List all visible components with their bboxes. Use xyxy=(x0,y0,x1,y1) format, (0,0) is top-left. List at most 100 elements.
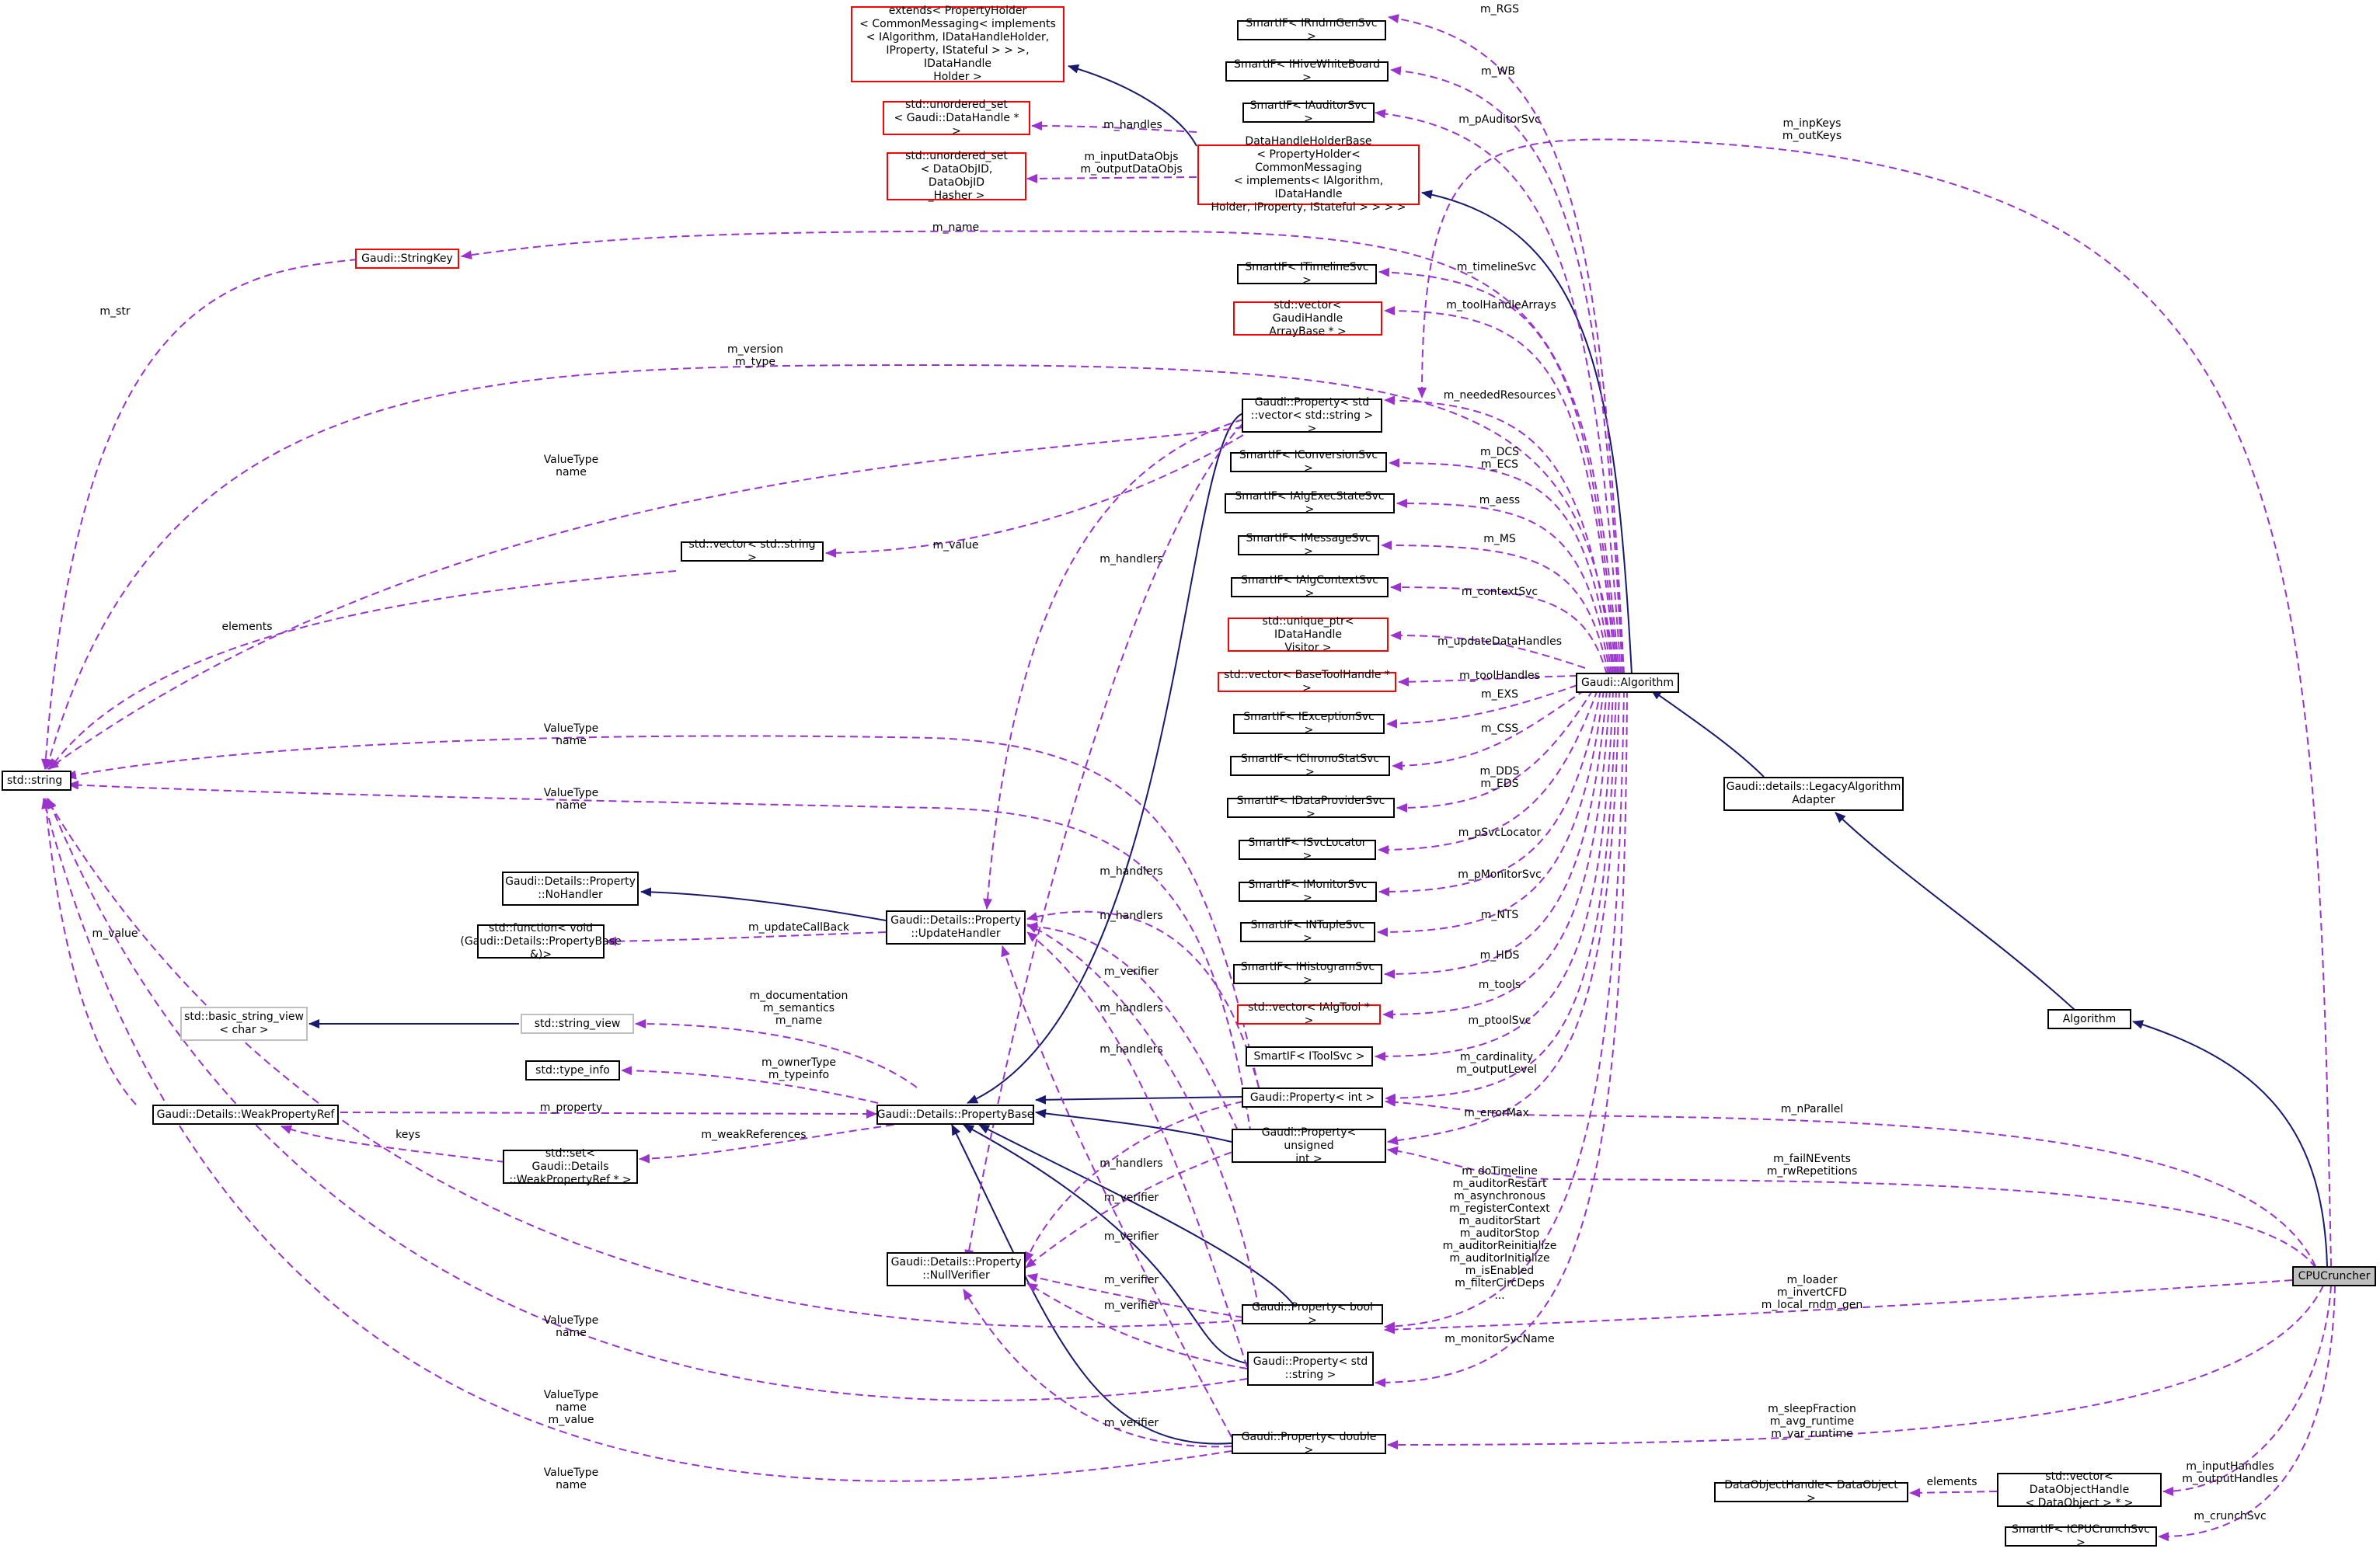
class-type-info[interactable]: std::type_info xyxy=(525,1060,620,1081)
class-unique-ptr-idatahandlevisitor[interactable]: std::unique_ptr< IDataHandle Visitor > xyxy=(1228,615,1389,654)
class-string-view[interactable]: std::string_view xyxy=(521,1014,634,1034)
class-smartif-iauditorsvc[interactable]: SmartIF< IAuditorSvc > xyxy=(1242,99,1375,125)
edge-label-value-vstr: m_value xyxy=(932,539,979,552)
edge-galg-strkey xyxy=(461,230,1620,675)
edge-pdbl-uhandler xyxy=(1001,945,1232,1438)
class-propertybase[interactable]: Gaudi::Details::PropertyBase xyxy=(876,1105,1034,1125)
edge-galg-hwb xyxy=(1390,66,1623,675)
edge-label-weakreferences: m_weakReferences xyxy=(701,1129,807,1141)
edge-galg-pstr xyxy=(1375,689,1628,1387)
class-unordered-set-dataobjid[interactable]: std::unordered_set < DataObjID, DataObjI… xyxy=(887,150,1026,202)
class-smartif-iexceptionsvc[interactable]: SmartIF< IExceptionSvc > xyxy=(1233,711,1385,736)
edge-strkey-string xyxy=(40,259,358,770)
edge-label-crunchsvc: m_crunchSvc xyxy=(2194,1510,2267,1522)
class-vector-string[interactable]: std::vector< std::string > xyxy=(681,538,824,564)
class-property-updatehandler[interactable]: Gaudi::Details::Property ::UpdateHandler xyxy=(886,910,1026,945)
edge-galg-uptr xyxy=(1390,631,1586,669)
edge-wpr-pbase xyxy=(340,1108,877,1119)
edge-galg-vgha xyxy=(1384,306,1617,675)
edge-label-verifier-1: m_verifier xyxy=(1103,966,1159,978)
edge-label-cardinality: m_cardinality m_outputLevel xyxy=(1456,1051,1537,1076)
class-property-nohandler[interactable]: Gaudi::Details::Property ::NoHandler xyxy=(502,872,639,906)
class-std-function[interactable]: std::function< void (Gaudi::Details::Pro… xyxy=(460,921,622,961)
edge-pvs-vstr xyxy=(825,434,1244,558)
class-vector-basetoolhandle[interactable]: std::vector< BaseToolHandle * > xyxy=(1218,669,1396,694)
edge-galg-chrono xyxy=(1392,689,1586,771)
class-smartif-iconversionsvc[interactable]: SmartIF< IConversionSvc > xyxy=(1230,449,1387,475)
edge-label-pauditorsvc: m_pAuditorSvc xyxy=(1458,113,1541,126)
class-smartif-icpucrunchsvc[interactable]: SmartIF< ICPUCrunchSvc > xyxy=(2005,1523,2157,1549)
class-vector-dataobjecthandle[interactable]: std::vector< DataObjectHandle < DataObje… xyxy=(1997,1470,2162,1509)
edge-cpu-pint xyxy=(1385,1097,2316,1267)
class-smartif-irndmgensvc[interactable]: SmartIF< IRndmGenSvc > xyxy=(1237,17,1386,43)
class-smartif-imonitorsvc[interactable]: SmartIF< IMonitorSvc > xyxy=(1239,879,1377,904)
edge-label-str: m_str xyxy=(99,305,131,318)
class-weakpropertyref[interactable]: Gaudi::Details::WeakPropertyRef xyxy=(152,1105,339,1125)
class-property-int[interactable]: Gaudi::Property< int > xyxy=(1242,1087,1383,1108)
edge-pbool-nullv xyxy=(1026,1273,1244,1318)
class-vector-ialgtool[interactable]: std::vector< IAlgTool * > xyxy=(1237,1001,1381,1027)
class-property-string[interactable]: Gaudi::Property< std ::string > xyxy=(1247,1352,1374,1386)
class-smartif-itimelinesvc[interactable]: SmartIF< ITimelineSvc > xyxy=(1237,261,1377,287)
class-algorithm[interactable]: Algorithm xyxy=(2047,1009,2131,1029)
edge-cpu-pvs xyxy=(1417,138,2332,1267)
class-smartif-ialgexecstatesvc[interactable]: SmartIF< IAlgExecStateSvc > xyxy=(1225,490,1395,516)
edge-label-verifier-5: m_verifier xyxy=(1103,1300,1159,1312)
edge-label-exs: m_EXS xyxy=(1481,688,1518,701)
edge-label-ptoolsvc: m_ptoolSvc xyxy=(1468,1014,1531,1027)
class-smartif-ichronostatsvc[interactable]: SmartIF< IChronoStatSvc > xyxy=(1230,753,1390,778)
class-std-string[interactable]: std::string xyxy=(2,771,71,791)
class-legacyalgorithmadapter[interactable]: Gaudi::details::LegacyAlgorithm Adapter xyxy=(1723,777,1904,811)
class-basic-string-view[interactable]: std::basic_string_view < char > xyxy=(180,1007,308,1041)
edge-label-documentation: m_documentation m_semantics m_name xyxy=(749,990,849,1027)
edge-galg-dps xyxy=(1396,689,1594,813)
class-smartif-isvclocator[interactable]: SmartIF< ISvcLocator > xyxy=(1239,837,1376,862)
class-smartif-itoolsvc[interactable]: SmartIF< IToolSvc > xyxy=(1246,1046,1373,1067)
edge-pbase-setwpr xyxy=(639,1124,894,1164)
class-property-vector-string[interactable]: Gaudi::Property< std ::vector< std::stri… xyxy=(1242,396,1382,435)
edge-label-ownertype: m_ownerType m_typeinfo xyxy=(761,1056,837,1081)
class-smartif-intuplesvc[interactable]: SmartIF< INTupleSvc > xyxy=(1240,919,1375,945)
edge-pint-nullv xyxy=(1025,1101,1244,1263)
edge-dhhb-extends xyxy=(1068,64,1197,147)
class-datahandleholderbase[interactable]: DataHandleHolderBase < PropertyHolder< C… xyxy=(1197,135,1420,214)
edge-galg-ctx xyxy=(1390,583,1608,675)
edge-label-valuetype-1: ValueType name xyxy=(543,454,599,478)
edge-label-sleepfraction: m_sleepFraction m_avg_runtime m_var_runt… xyxy=(1768,1403,1856,1440)
edge-galg-tl xyxy=(1378,267,1619,675)
class-property-double[interactable]: Gaudi::Property< double > xyxy=(1232,1431,1386,1456)
class-cpucruncher[interactable]: CPUCruncher xyxy=(2292,1266,2376,1286)
class-property-nullverifier[interactable]: Gaudi::Details::Property ::NullVerifier xyxy=(887,1252,1026,1286)
edge-pdbl-string xyxy=(41,798,1232,1482)
class-set-weakpropertyref[interactable]: std::set< Gaudi::Details ::WeakPropertyR… xyxy=(503,1147,638,1186)
class-smartif-ialgcontextsvc[interactable]: SmartIF< IAlgContextSvc > xyxy=(1231,574,1389,600)
edge-label-updatecallback: m_updateCallBack xyxy=(747,921,850,934)
edge-puint-string xyxy=(68,780,1252,1135)
class-property-unsigned-int[interactable]: Gaudi::Property< unsigned int > xyxy=(1232,1126,1386,1165)
class-smartif-ihistogramsvc[interactable]: SmartIF< IHistogramSvc > xyxy=(1233,961,1382,987)
class-vector-gaudihandlearraybase[interactable]: std::vector< GaudiHandle ArrayBase * > xyxy=(1233,299,1382,338)
edge-label-handlers-5: m_handlers xyxy=(1099,1043,1163,1056)
class-smartif-imessagesvc[interactable]: SmartIF< IMessageSvc > xyxy=(1238,532,1379,558)
edge-pdbl-nullv xyxy=(963,1289,1232,1448)
edge-galg-vtool xyxy=(1382,689,1611,1019)
edge-label-neededresources: m_neededResources xyxy=(1443,389,1556,402)
class-gaudi-algorithm[interactable]: Gaudi::Algorithm xyxy=(1576,673,1679,693)
edge-label-property: m_property xyxy=(539,1101,603,1114)
class-gaudi-stringkey[interactable]: Gaudi::StringKey xyxy=(355,249,459,269)
class-smartif-ihivewhiteboard[interactable]: SmartIF< IHiveWhiteBoard > xyxy=(1225,58,1389,84)
edge-galg-dhhb xyxy=(1421,190,1633,675)
class-property-bool[interactable]: Gaudi::Property< bool > xyxy=(1242,1301,1383,1327)
edge-label-valuetype-4: ValueType name xyxy=(543,1314,599,1339)
edge-label-timelinesvc: m_timelineSvc xyxy=(1456,261,1537,273)
edge-label-handles: m_handles xyxy=(1103,119,1162,131)
class-extends-propertyholder[interactable]: extends< PropertyHolder < CommonMessagin… xyxy=(851,5,1065,83)
edge-galg-rgs xyxy=(1388,14,1625,675)
class-smartif-idataprovidersvc[interactable]: SmartIF< IDataProviderSvc > xyxy=(1227,795,1395,820)
class-dataobjecthandle[interactable]: DataObjectHandle< DataObject > xyxy=(1714,1479,1908,1505)
edge-vstr-string xyxy=(49,570,677,770)
class-unordered-set-datahandle[interactable]: std::unordered_set < Gaudi::DataHandle *… xyxy=(883,99,1030,137)
edge-pvs-string xyxy=(47,426,1244,770)
edge-pstr-string xyxy=(47,798,1248,1401)
edge-label-contextsvc: m_contextSvc xyxy=(1461,586,1538,598)
